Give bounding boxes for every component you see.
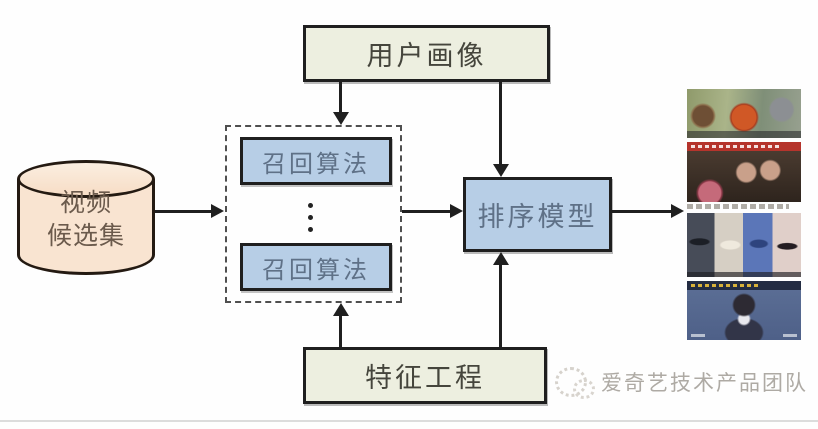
arrow-pool-to-recall-head bbox=[211, 204, 224, 218]
thumbnail-image bbox=[687, 151, 801, 202]
thumbnail-timestamp-left bbox=[691, 334, 705, 337]
thumbnail-image bbox=[687, 290, 801, 340]
arrow-recall-to-ranking-head bbox=[450, 204, 463, 218]
dot bbox=[308, 215, 313, 220]
arrow-userprofile-to-ranking-head bbox=[493, 164, 509, 177]
thumbnail-caption-bar bbox=[687, 272, 801, 277]
thumbnail-title-text-bar bbox=[691, 284, 761, 287]
arrow-userprofile-to-recall-line bbox=[339, 82, 342, 113]
bottom-divider bbox=[0, 420, 818, 422]
arrow-featureeng-to-recall-line bbox=[339, 316, 342, 347]
arrow-userprofile-to-recall-head bbox=[333, 112, 349, 125]
arrow-userprofile-to-ranking-line bbox=[499, 82, 502, 165]
video-pool-label: 视频 候选集 bbox=[17, 187, 155, 253]
dot bbox=[308, 227, 313, 232]
thumbnail-title-bar bbox=[687, 281, 801, 290]
arrow-pool-to-recall-line bbox=[155, 210, 213, 213]
ellipsis-dots bbox=[308, 203, 313, 232]
recall-box-bottom-label: 召回算法 bbox=[262, 256, 370, 284]
feature-engineering-label: 特征工程 bbox=[365, 363, 485, 393]
thumbnail-title-bar bbox=[687, 142, 801, 151]
video-caption-text-bar bbox=[687, 204, 789, 209]
arrow-featureeng-to-ranking-head bbox=[493, 252, 509, 265]
arrow-ranking-to-results-line bbox=[612, 210, 672, 213]
ranking-model-label: 排序模型 bbox=[477, 202, 598, 232]
video-thumbnail-3 bbox=[687, 213, 801, 277]
iqiyi-logo-icon bbox=[553, 365, 595, 399]
watermark-text: 爱奇艺技术产品团队 bbox=[601, 372, 808, 395]
watermark: 爱奇艺技术产品团队 bbox=[553, 365, 808, 399]
feature-engineering-box: 特征工程 bbox=[303, 347, 547, 404]
video-thumbnail-2 bbox=[687, 142, 801, 202]
thumbnail-timestamp-right bbox=[783, 334, 797, 337]
video-pool-label-line1: 视频 bbox=[59, 189, 112, 217]
video-thumbnail-1 bbox=[687, 89, 801, 138]
video-pool-cylinder-top-ellipse bbox=[17, 160, 155, 198]
video-thumbnail-4 bbox=[687, 281, 801, 340]
dot bbox=[308, 203, 313, 208]
recall-box-top-label: 召回算法 bbox=[262, 150, 370, 178]
user-profile-box: 用户画像 bbox=[303, 25, 550, 82]
recall-box-top: 召回算法 bbox=[240, 137, 392, 185]
recall-group-dashed-box bbox=[225, 125, 402, 303]
arrow-featureeng-to-recall-head bbox=[333, 303, 349, 316]
recall-box-bottom: 召回算法 bbox=[240, 243, 392, 291]
arrow-featureeng-to-ranking-line bbox=[499, 265, 502, 347]
arrow-recall-to-ranking-line bbox=[402, 210, 452, 213]
video-pool-label-line2: 候选集 bbox=[46, 222, 125, 250]
thumbnail-title-text-bar bbox=[691, 145, 779, 148]
arrow-ranking-to-results-head bbox=[671, 204, 684, 218]
thumbnail-caption-bar bbox=[687, 131, 801, 138]
ranking-model-box: 排序模型 bbox=[463, 177, 612, 252]
user-profile-label: 用户画像 bbox=[366, 41, 487, 71]
logo-circle-small bbox=[573, 379, 595, 399]
